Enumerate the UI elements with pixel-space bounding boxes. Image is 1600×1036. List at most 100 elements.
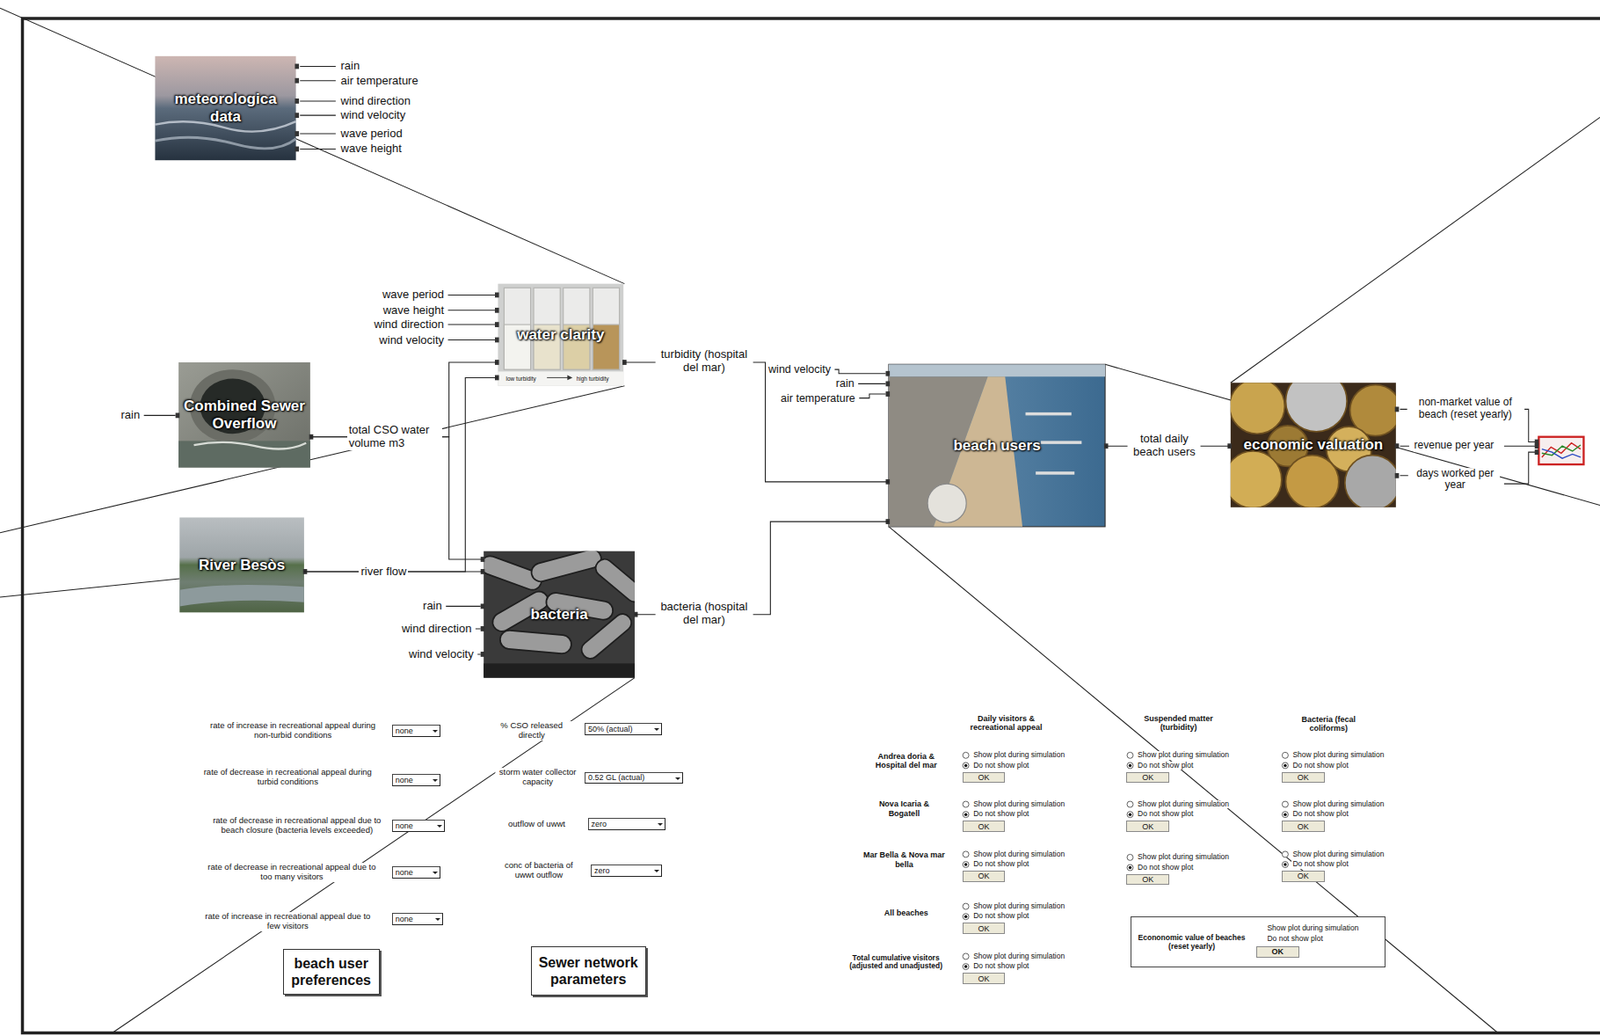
ok-button: OK [1126,820,1170,832]
node-text: OK [977,871,990,880]
node-text: beach user preferences [288,954,375,989]
parameter-label: rate of increase in recreational appeal … [207,720,379,741]
scale-label: high turbidity [575,375,611,382]
dropdown-field: none [392,773,442,786]
node-text: none [395,821,414,830]
node-text: OK [1141,772,1154,782]
radio-option: Do not show plot [1136,809,1194,819]
node-text: none [395,726,414,735]
dropdown-field: none [392,865,442,879]
radio-option: Do not show plot [1291,761,1349,771]
ok-button: OK [1281,820,1325,832]
radio-option: Do not show plot [1265,934,1324,944]
node-text: water clarity [516,326,604,344]
node-text: economic valuation [1243,436,1383,454]
parameter-label: rate of decrease in recreational appeal … [211,815,383,836]
node-text: none [395,775,414,785]
dropdown-field: zero [588,817,666,830]
radio-option: Show plot during simulation [1136,852,1230,862]
node-text: OK [977,923,990,933]
node-text: beach users [952,436,1040,455]
model-block: meteorologica data [154,56,296,160]
connector-label: total CSO water volume m3 [347,423,443,451]
node-text: OK [977,974,990,983]
node-text: OK [1271,946,1284,957]
node-text: Combined Sewer Overflow [181,397,307,432]
parameter-label: rate of decrease in recreational appeal … [206,862,378,882]
ok-button: OK [1126,873,1170,886]
row-header: All beaches [864,908,948,917]
port-label: wind velocity [378,333,445,347]
parameter-label: rate of increase in recreational appeal … [203,911,374,931]
dropdown-field: none [392,819,445,832]
radio-option: Do not show plot [972,809,1030,819]
port-label: air temperature [779,391,857,404]
node-text: Econonomic value of beaches (reset yearl… [1131,932,1252,951]
dropdown-field: none [392,724,442,737]
port-label: rain [421,599,444,613]
port-label: wave height [340,142,403,156]
dropdown-field: none [392,912,444,925]
node-text: OK [977,821,990,831]
node-text: meteorologica data [158,90,292,125]
radio-option: Do not show plot [1136,761,1194,771]
port-label: rain [835,377,856,390]
radio-option: Show plot during simulation [1265,923,1360,933]
radio-option: Show plot during simulation [972,750,1066,760]
radio-option: Do not show plot [972,961,1030,971]
row-header: Total cumulative visitors (adjusted and … [838,953,953,972]
connector-label: turbidity (hospital del mar) [655,348,754,375]
dropdown-field: 50% (actual) [584,722,662,735]
port-label: wind direction [340,94,413,108]
node-text: none [395,914,414,924]
node-text: OK [1297,871,1310,880]
radio-option: Show plot during simulation [972,850,1066,859]
ok-button: OK [962,820,1006,832]
node-text: zero [591,819,608,829]
flow-connector [304,377,499,572]
model-block: bacteria [483,551,635,678]
radio-option: Show plot during simulation [972,952,1066,961]
node-text: none [395,867,414,877]
port-label: non-market value of beach (reset yearly) [1409,397,1521,422]
port-label: rain [340,59,362,73]
row-header: Mar Bella & Nova mar bella [862,850,946,869]
port-label: revenue per year [1413,439,1496,452]
port-label: wind direction [400,622,473,636]
ok-button: OK [1126,771,1170,784]
node-text: zero [594,865,611,875]
connector-label: total daily beach users [1127,432,1201,459]
port-label: wave height [382,303,445,317]
parameter-label: % CSO released directly [489,720,574,741]
node-text: 50% (actual) [588,724,633,734]
node-text: OK [1297,821,1310,831]
node-text: bacteria [530,605,588,624]
ok-button: OK [1281,771,1325,784]
parameter-label: rate of decrease in recreational appeal … [203,768,374,788]
connector-label: bacteria (hospital del mar) [655,600,754,627]
dropdown-field: 0.52 GL (actual) [584,771,683,785]
model-block: beach users [888,363,1106,527]
flow-connector [310,436,484,560]
radio-option: Do not show plot [1291,809,1349,819]
radio-option: Show plot during simulation [972,901,1066,911]
radio-option: Do not show plot [972,761,1030,771]
column-header: Daily visitors & recreational appeal [953,712,1058,732]
ok-button: OK [962,972,1006,984]
node-text: Sewer network parameters [536,953,641,988]
port-label: wave period [381,288,445,302]
panel-button: beach user preferences [283,948,380,994]
row-header: Nova Icaria & Bogatell [862,799,946,818]
port-label: wind velocity [767,363,832,376]
ok-button: OK [962,870,1006,882]
model-block: River Besòs [179,516,305,612]
radio-option: Show plot during simulation [1136,800,1230,809]
column-header: Suspended matter (turbidity) [1136,712,1221,732]
node-text: OK [1141,874,1154,884]
radio-option: Do not show plot [1136,863,1194,873]
port-label: wave period [340,127,404,141]
parameter-label: storm water collector capacity [494,768,581,788]
node-text: River Besòs [198,556,285,575]
